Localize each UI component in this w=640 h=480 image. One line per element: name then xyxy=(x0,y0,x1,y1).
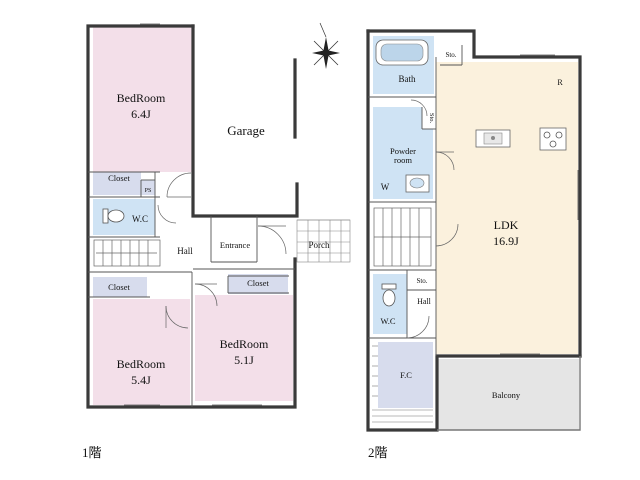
bath-label: Bath xyxy=(399,74,416,84)
floor1-doors xyxy=(157,172,287,329)
hall-2-label: Hall xyxy=(417,297,432,306)
floor2-outer-wall xyxy=(366,29,582,358)
bed1-size: 6.4J xyxy=(131,107,151,121)
hall-1-label: Hall xyxy=(177,246,193,256)
closet-a-area xyxy=(93,172,141,195)
fc-area xyxy=(378,342,433,408)
porch-label: Porch xyxy=(309,240,330,250)
floor1-bed1-east-wall xyxy=(191,24,299,218)
r-label: R xyxy=(557,78,563,87)
closet-c-area xyxy=(228,274,288,294)
closet-a-label: Closet xyxy=(108,173,130,183)
powder-label-2: room xyxy=(394,155,412,165)
ldk-area xyxy=(436,62,578,354)
wc-2-label: W.C xyxy=(380,316,395,326)
closet-b-area xyxy=(93,277,147,297)
toilet-icon-floor2 xyxy=(381,283,397,307)
sto-side-label: Sto. xyxy=(428,113,435,124)
floor2-windows xyxy=(500,54,579,355)
sink-icon xyxy=(405,174,430,193)
entrance-label: Entrance xyxy=(220,240,250,250)
bed2-size: 5.4J xyxy=(131,373,151,387)
closet-c-label: Closet xyxy=(247,278,269,288)
bathtub-icon xyxy=(375,39,429,66)
stove-icon xyxy=(539,127,567,151)
balcony-rail xyxy=(437,356,581,431)
sto-top-label: Sto. xyxy=(445,51,456,59)
ldk-name: LDK xyxy=(494,218,519,232)
floor1-inner-walls xyxy=(88,171,295,407)
balcony-area xyxy=(437,359,579,430)
bed3-name: BedRoom xyxy=(220,337,269,351)
bed3-size: 5.1J xyxy=(234,353,254,367)
sto-mid-label: Sto. xyxy=(416,277,427,285)
entrance-area xyxy=(213,220,257,261)
balcony-label: Balcony xyxy=(492,390,521,400)
ps-area xyxy=(141,180,155,195)
toilet-icon xyxy=(102,208,125,224)
w-label: W xyxy=(381,182,390,192)
closet-b-label: Closet xyxy=(108,282,130,292)
floor1-plan: BedRoom 6.4J Closet PS W.C Hall Entrance… xyxy=(82,23,351,460)
floor2-doors xyxy=(406,99,459,339)
ldk-size: 16.9J xyxy=(493,234,519,248)
wc-1-label: W.C xyxy=(132,214,148,224)
bed2-name: BedRoom xyxy=(117,357,166,371)
floor1-stairs-icon xyxy=(93,239,161,267)
bedroom-6-4-area xyxy=(93,26,192,172)
kitchen-counter xyxy=(475,129,511,148)
floor1-outer-wall xyxy=(86,24,297,409)
floor2-plan: Sto. Bath Sto. Powder room W R LDK 16.9J… xyxy=(366,29,582,460)
sto-top-area xyxy=(440,45,462,65)
fc-label: F.C xyxy=(400,370,412,380)
porch-tiles xyxy=(296,219,351,263)
floor1-windows xyxy=(124,23,262,406)
ps-label: PS xyxy=(145,188,152,194)
fc-stairs xyxy=(372,345,433,423)
garage-label: Garage xyxy=(227,123,265,138)
powder-label-1: Powder xyxy=(390,146,416,156)
sto-side-area xyxy=(422,107,436,129)
floor2-stairs-icon xyxy=(373,207,432,267)
floor2-inner-walls xyxy=(368,45,463,356)
bed1-name: BedRoom xyxy=(117,91,166,105)
floor1-caption: 1階 xyxy=(82,445,102,460)
bedroom-5-1-area xyxy=(195,295,293,401)
floor2-caption: 2階 xyxy=(368,445,388,460)
compass-icon xyxy=(312,22,340,69)
bedroom-5-4-area xyxy=(93,299,190,405)
